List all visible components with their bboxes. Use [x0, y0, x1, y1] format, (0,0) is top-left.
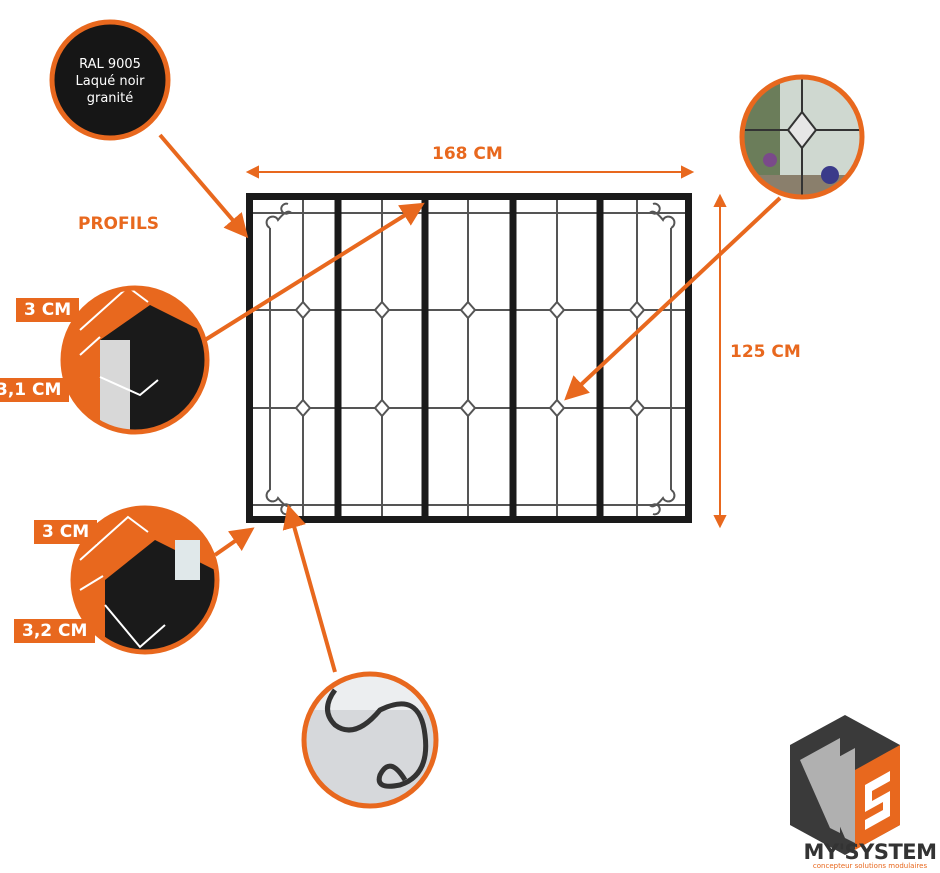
brand-tagline: concepteur solutions modulaires	[812, 862, 928, 870]
height-label: 125 CM	[730, 342, 801, 362]
glass-detail-photo	[739, 74, 865, 200]
width-dimension-arrow	[245, 165, 695, 179]
profile-detail-top	[60, 285, 210, 435]
finish-sample-circle	[49, 19, 171, 141]
mysystem-logo	[790, 715, 900, 855]
brand: MY'SYSTEM concepteur solutions modulaire…	[800, 840, 940, 870]
finish-texture: granité	[86, 91, 134, 106]
profile-bottom-depth-label: 3,2 CM	[14, 619, 96, 643]
profiles-title: PROFILS	[78, 214, 160, 234]
height-dimension-arrow	[713, 193, 727, 529]
profile-top-width-label: 3 CM	[16, 298, 80, 322]
brand-name: MY'SYSTEM	[803, 840, 937, 864]
pointer-arrows	[158, 133, 782, 673]
profile-detail-bottom	[70, 505, 220, 655]
finish-label: RAL 9005 Laqué noir granité	[50, 56, 170, 107]
finish-ral-code: RAL 9005	[79, 57, 141, 72]
curl-detail-photo	[301, 671, 439, 809]
width-label: 168 CM	[432, 144, 503, 164]
profile-top-depth-label: 3,1 CM	[0, 378, 70, 402]
finish-type: Laqué noir	[75, 74, 145, 89]
window-grille	[246, 193, 692, 523]
profile-bottom-width-label: 3 CM	[34, 520, 98, 544]
